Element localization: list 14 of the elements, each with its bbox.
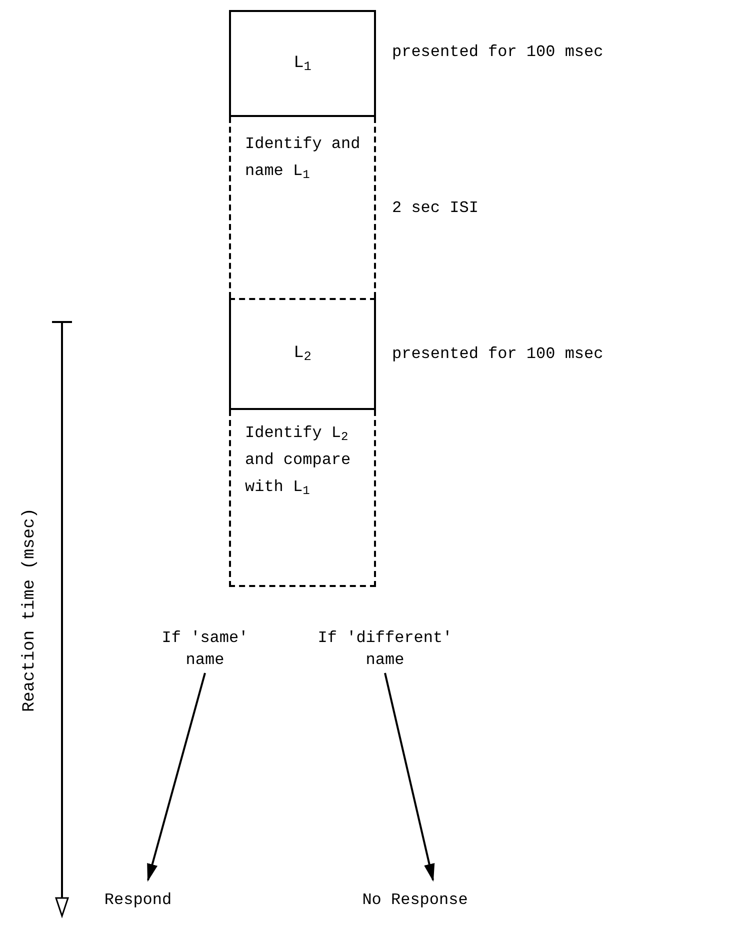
axis-label: Reaction time (msec) <box>19 508 40 712</box>
stimulus-box: L$_{2}$ <box>229 298 376 410</box>
annotation-text: presented for 100 msec <box>392 42 604 63</box>
process-box: Identify L$_{2}$ and compare with L$_{1}$ <box>229 410 376 587</box>
annotation-text: presented for 100 msec <box>392 344 604 365</box>
arrow <box>384 672 435 882</box>
arrow <box>147 672 206 882</box>
condition-text: If 'same' name <box>140 627 270 673</box>
condition-text: If 'different' name <box>300 627 470 673</box>
process-box: Identify and name L$_{1}$ <box>229 117 376 298</box>
outcome-text: Respond <box>88 880 188 910</box>
stimulus-box: L$_{1}$ <box>229 10 376 117</box>
annotation-text: 2 sec ISI <box>392 198 478 219</box>
outcome-text: No Response <box>340 880 490 910</box>
